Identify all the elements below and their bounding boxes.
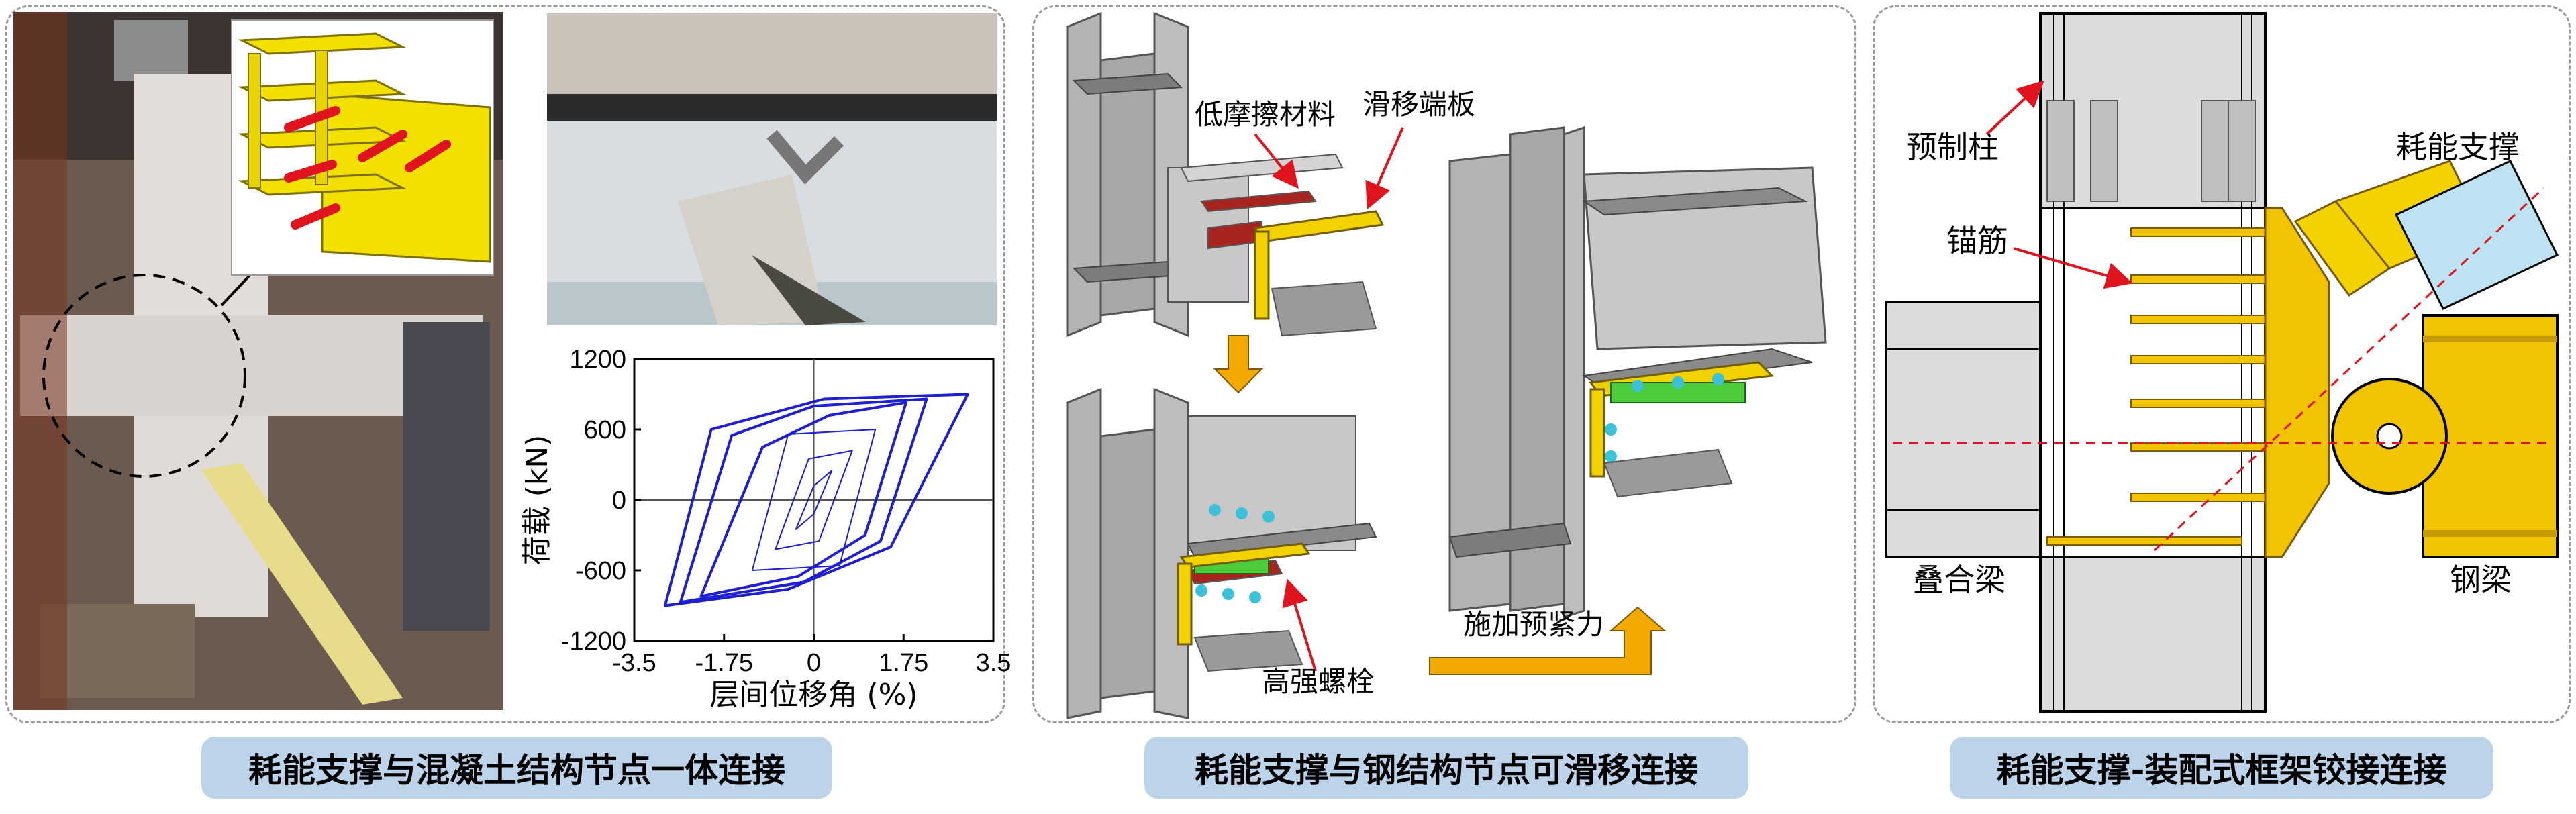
chart-y-tick-label: 0 — [612, 487, 626, 515]
chart-y-tick-label: -1200 — [561, 627, 626, 656]
hysteresis-loop — [795, 470, 833, 530]
chart-y-tick-label: 600 — [584, 416, 626, 444]
label-precast-column: 预制柱 — [1906, 129, 1999, 165]
panel-concrete-connection — [5, 5, 1005, 723]
chart-x-tick-label: 0 — [807, 649, 821, 677]
chart-x-axis-label: 层间位移角 (%) — [709, 678, 918, 712]
chart-x-tick-label: 1.75 — [879, 649, 928, 677]
down-arrow — [1213, 335, 1264, 394]
chart-y-axis-label: 荷载 (kN) — [520, 435, 554, 566]
hysteresis-loop — [699, 401, 908, 598]
caption-panel3: 耗能支撑-装配式框架铰接连接 — [1950, 737, 2493, 799]
chart-y-tick-label: 1200 — [569, 346, 626, 374]
damper-brace-body — [2394, 160, 2559, 310]
steel-joint-model-top — [1066, 11, 1385, 338]
prefab-frame-drawing — [1885, 12, 2559, 713]
arrow-precast-column — [1985, 80, 2044, 136]
caption-panel2: 耗能支撑与钢结构节点可滑移连接 — [1144, 737, 1748, 799]
arrow-anchor-bar — [2013, 247, 2133, 289]
steel-joint-model-right — [1448, 125, 1827, 619]
panel-prefab-hinged-connection — [1873, 5, 2571, 723]
chart-x-tick-label: -1.75 — [695, 649, 753, 677]
hysteresis-loop — [775, 450, 853, 550]
label-slide-plate: 滑移端板 — [1363, 88, 1475, 121]
hysteresis-loop — [663, 393, 969, 607]
crack-photo — [547, 13, 997, 325]
steel-joint-model-bottom — [1066, 387, 1377, 719]
preload-arrow — [1429, 606, 1667, 675]
zoom-circle — [42, 274, 246, 478]
caption-panel1: 耗能支撑与混凝土结构节点一体连接 — [201, 737, 832, 799]
label-low-friction: 低摩擦材料 — [1195, 98, 1336, 131]
label-preload: 施加预紧力 — [1463, 608, 1604, 641]
chart-y-tick-label: -600 — [575, 557, 626, 585]
label-bolts: 高强螺栓 — [1262, 665, 1375, 698]
panel-steel-sliding-connection — [1032, 5, 1856, 723]
damper-detail-inset — [231, 19, 494, 276]
label-composite-beam: 叠合梁 — [1913, 562, 2005, 598]
arrow-slide-plate — [1365, 127, 1404, 210]
label-steel-beam: 钢梁 — [2450, 562, 2512, 598]
arrow-bolts — [1282, 578, 1317, 672]
low-friction-pad — [1200, 190, 1317, 213]
label-anchor-bar: 锚筋 — [1946, 223, 2008, 259]
chart-x-tick-label: -3.5 — [612, 649, 656, 677]
hysteresis-loop — [751, 429, 877, 571]
chart-x-tick-label: 3.5 — [976, 649, 1011, 677]
hysteresis-chart: -3.5 -1.75 0 1.75 3.5 1200 600 0 -600 -1200 层间位移角 … — [520, 346, 1011, 712]
arrow-low-friction — [1254, 133, 1299, 189]
label-damper-brace: 耗能支撑 — [2396, 129, 2520, 165]
